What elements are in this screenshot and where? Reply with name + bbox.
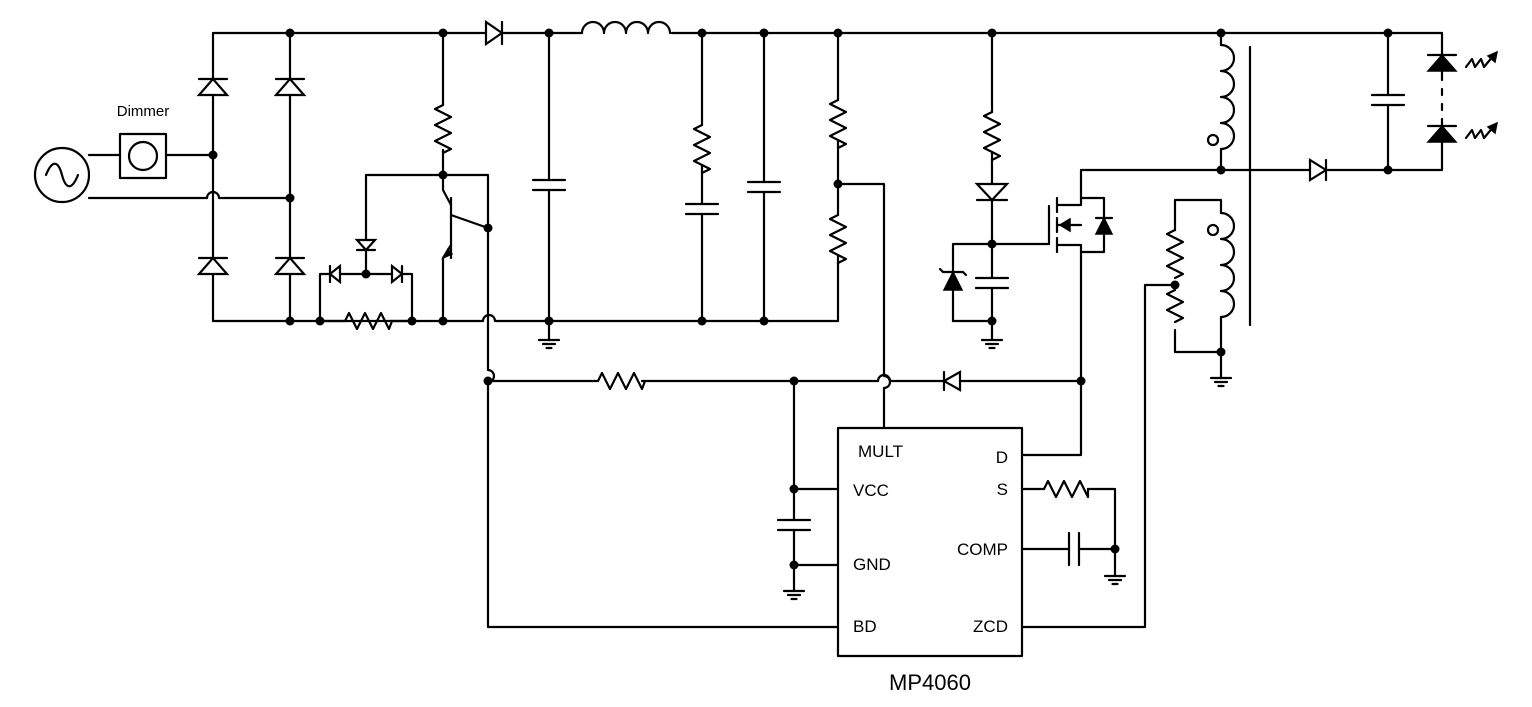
pin-d: D bbox=[996, 448, 1008, 467]
dimmer-label: Dimmer bbox=[117, 103, 170, 120]
mult-divider-top bbox=[828, 98, 848, 150]
mosfet bbox=[1047, 168, 1223, 383]
vcc-resistor bbox=[596, 371, 647, 391]
bulk-capacitor-3 bbox=[746, 180, 782, 194]
mult-divider-bottom bbox=[828, 213, 848, 265]
junctions bbox=[208, 28, 1393, 570]
dimmer: Dimmer bbox=[117, 103, 170, 180]
sense-resistor bbox=[1042, 479, 1090, 499]
capacitor-c2 bbox=[684, 202, 720, 216]
ic-name: MP4060 bbox=[889, 670, 971, 695]
pin-mult: MULT bbox=[858, 442, 903, 461]
resistor-r2 bbox=[692, 123, 712, 175]
pin-gnd: GND bbox=[853, 555, 891, 574]
pin-vcc: VCC bbox=[853, 481, 889, 500]
zener-diode bbox=[938, 267, 968, 277]
output-capacitor bbox=[1370, 93, 1406, 107]
inductor bbox=[580, 20, 672, 35]
pin-zcd: ZCD bbox=[973, 617, 1008, 636]
bulk-capacitor-1 bbox=[531, 178, 567, 192]
input-diode bbox=[484, 19, 504, 47]
bridge-rectifier bbox=[197, 31, 306, 323]
vcc-capacitor bbox=[776, 518, 812, 532]
startup-resistor bbox=[982, 110, 1002, 162]
ic-mp4060: MULT VCC GND BD D S COMP ZCD MP4060 bbox=[836, 426, 1024, 695]
bottom-resistor bbox=[343, 311, 394, 331]
pin-s: S bbox=[997, 480, 1008, 499]
led-string bbox=[1426, 50, 1499, 144]
pin-comp: COMP bbox=[957, 540, 1008, 559]
transformer bbox=[1165, 31, 1252, 372]
comp-capacitor bbox=[1067, 531, 1081, 567]
transistor bbox=[441, 173, 490, 323]
bleeder-resistor bbox=[433, 103, 453, 155]
pin-bd: BD bbox=[853, 617, 877, 636]
gate-capacitor bbox=[974, 276, 1010, 290]
valley-diodes bbox=[328, 263, 404, 285]
ac-source bbox=[33, 146, 91, 204]
